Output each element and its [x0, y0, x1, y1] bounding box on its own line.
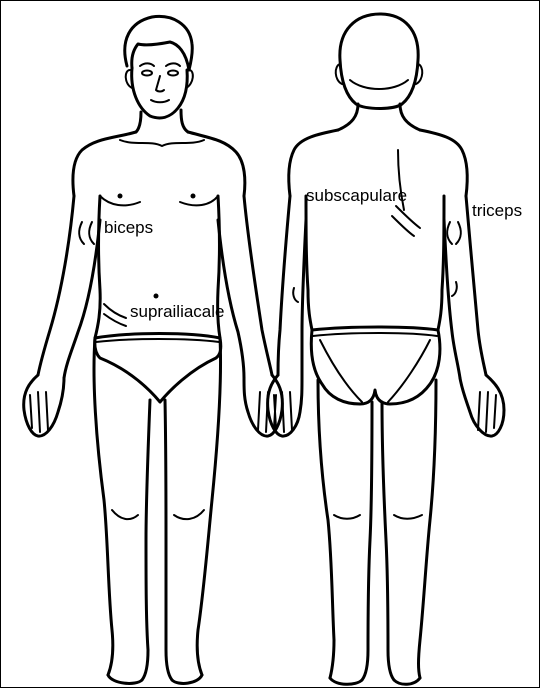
- back-leg-right-inner: [382, 402, 394, 680]
- back-neck-left: [338, 104, 358, 130]
- front-fingers-left: [30, 392, 48, 432]
- front-navel: [154, 294, 159, 299]
- back-shoulder-right: [420, 130, 467, 196]
- back-body-figure: [268, 14, 504, 684]
- back-neck-right: [400, 104, 420, 130]
- front-torso-left: [95, 196, 100, 338]
- suprailiacale-label: suprailiacale: [130, 303, 225, 320]
- back-knee-left: [334, 515, 360, 519]
- front-leg-left-outer: [94, 338, 113, 675]
- front-nose: [156, 76, 164, 92]
- back-arm-left-outer: [278, 196, 290, 375]
- front-brow-left: [140, 63, 154, 66]
- back-feet: [330, 678, 420, 684]
- back-underwear: [311, 327, 440, 404]
- front-nipple-right: [191, 194, 196, 199]
- front-chest-right: [180, 196, 218, 205]
- front-arm-left-outer: [38, 196, 74, 375]
- front-nipple-left: [118, 194, 123, 199]
- back-knee-right: [394, 515, 422, 519]
- front-leg-left-inner: [142, 400, 150, 680]
- back-arm-left-inner: [302, 220, 306, 378]
- triceps-label: triceps: [472, 202, 522, 219]
- front-biceps-mark-left: [79, 222, 84, 244]
- back-hairline: [350, 80, 408, 89]
- back-elbow-right: [452, 282, 457, 296]
- front-biceps-mark-right: [89, 222, 94, 244]
- back-torso-left: [306, 196, 312, 330]
- back-triceps-mark-1: [447, 222, 452, 244]
- back-leg-right-outer: [419, 380, 437, 678]
- back-elbow-left: [293, 288, 298, 302]
- back-leg-left-outer: [318, 380, 334, 678]
- back-head: [340, 14, 418, 109]
- front-neck-right: [181, 110, 188, 132]
- front-hair: [125, 16, 192, 70]
- biceps-label: biceps: [104, 219, 153, 236]
- front-feet: [108, 675, 202, 683]
- front-underwear-band: [96, 339, 219, 342]
- back-torso-right: [438, 196, 444, 330]
- front-knee-right: [174, 510, 204, 519]
- back-underwear-leg-left: [320, 340, 362, 402]
- front-eye-left: [142, 71, 152, 76]
- front-arm-right-outer: [244, 196, 272, 375]
- front-body-figure: [24, 16, 283, 683]
- front-knee-left: [112, 510, 138, 519]
- front-leg-right-inner: [165, 400, 172, 680]
- back-leg-left-inner: [362, 402, 372, 680]
- back-fingers-right: [478, 392, 496, 432]
- front-underwear: [95, 334, 221, 403]
- front-leg-right-outer: [197, 338, 220, 675]
- back-underwear-band: [313, 333, 437, 336]
- front-brow-right: [166, 63, 180, 66]
- subscapulare-label: subscapulare: [306, 187, 407, 204]
- back-hand-right: [460, 375, 504, 436]
- front-neck-left: [136, 112, 141, 132]
- front-eye-right: [168, 71, 178, 76]
- front-clavicle: [120, 140, 204, 146]
- back-triceps-mark-2: [456, 222, 461, 244]
- back-hand-left: [268, 375, 302, 436]
- back-arm-right-outer: [466, 196, 486, 375]
- front-mouth: [151, 100, 169, 102]
